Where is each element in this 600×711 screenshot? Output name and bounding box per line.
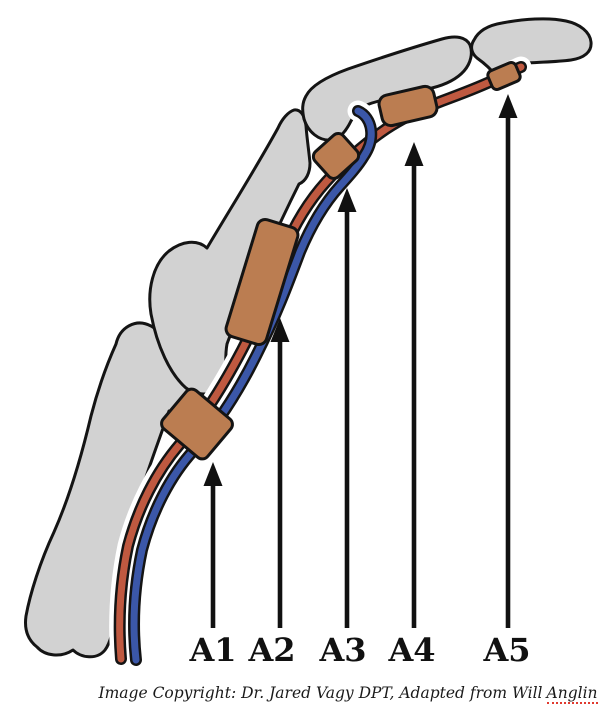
arrow-a4-head-icon (404, 142, 424, 166)
pulley-a5 (486, 60, 522, 92)
arrows (203, 94, 518, 628)
pulley-a4 (377, 84, 439, 128)
fds-tendon-blue (130, 107, 375, 664)
pulley-label-a1: A1 (188, 631, 236, 669)
pulley-a3 (311, 132, 361, 180)
pulleys (160, 60, 522, 461)
bones (24, 17, 593, 659)
pulley-label-a2: A2 (247, 631, 295, 669)
arrow-a1-head-icon (203, 462, 223, 486)
arrow-a3-head-icon (337, 188, 357, 212)
arrow-a5 (498, 94, 518, 628)
pulley-label-a4: A4 (387, 631, 435, 669)
caption-flagged-word: Anglin (546, 684, 598, 704)
arrow-a3 (337, 188, 357, 628)
pulley-labels: A1 A2 A3 A4 A5 (188, 631, 530, 669)
pulley-a2 (224, 218, 300, 346)
pulley-label-a3: A3 (318, 631, 366, 669)
pulley-a1 (160, 387, 234, 461)
arrow-a2 (270, 318, 290, 628)
copyright-caption: Image Copyright: Dr. Jared Vagy DPT, Ada… (96, 684, 600, 704)
arrow-a5-head-icon (498, 94, 518, 118)
arrow-a2-head-icon (270, 318, 290, 342)
arrow-a1 (203, 462, 223, 628)
caption-text: Image Copyright: Dr. Jared Vagy DPT, Ada… (98, 684, 543, 702)
arrow-a4 (404, 142, 424, 628)
pulley-label-a5: A5 (482, 631, 530, 669)
